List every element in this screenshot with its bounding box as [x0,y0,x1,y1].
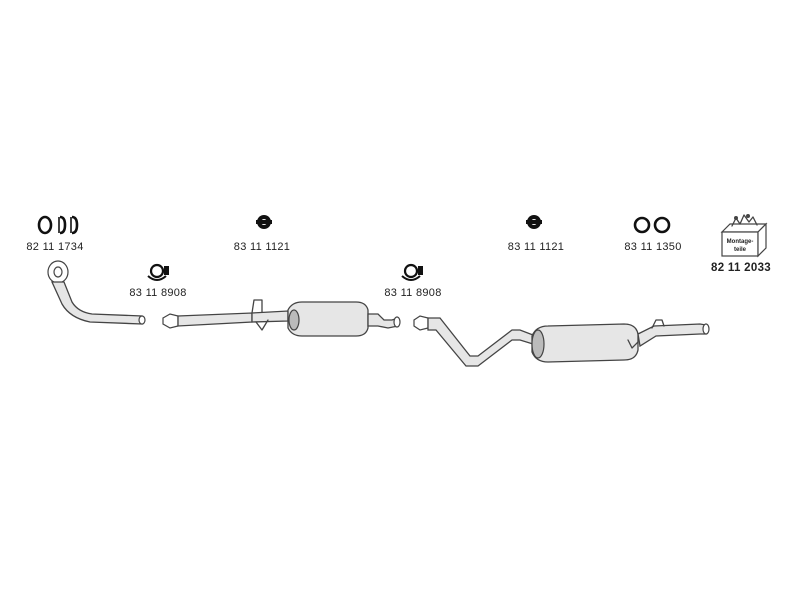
rubber-hanger-icon [256,215,272,229]
gasket-rings-icon [37,215,79,235]
rear-silencer [413,315,710,367]
part-number-label: 83 11 1121 [507,241,565,253]
pipe-clamp-icon [401,263,423,281]
middle-silencer [162,299,401,337]
part-number-label: 83 11 8908 [129,287,187,299]
part-number-label: 82 11 2033 [711,262,771,274]
mounting-kit-box-icon: Montage- teile [720,214,768,258]
pipe-clamp-icon [147,263,169,281]
mounting-kit-box-text-2: teile [734,247,747,253]
part-number-label: 83 11 8908 [384,287,442,299]
part-number-label: 83 11 1121 [233,241,291,253]
rubber-ring-icon [633,216,671,234]
mounting-kit-box-text-1: Montage- [727,239,754,245]
part-number-label: 83 11 1350 [624,241,682,253]
rubber-hanger-icon [526,215,542,229]
part-number-label: 82 11 1734 [26,241,84,253]
front-pipe [47,260,146,325]
